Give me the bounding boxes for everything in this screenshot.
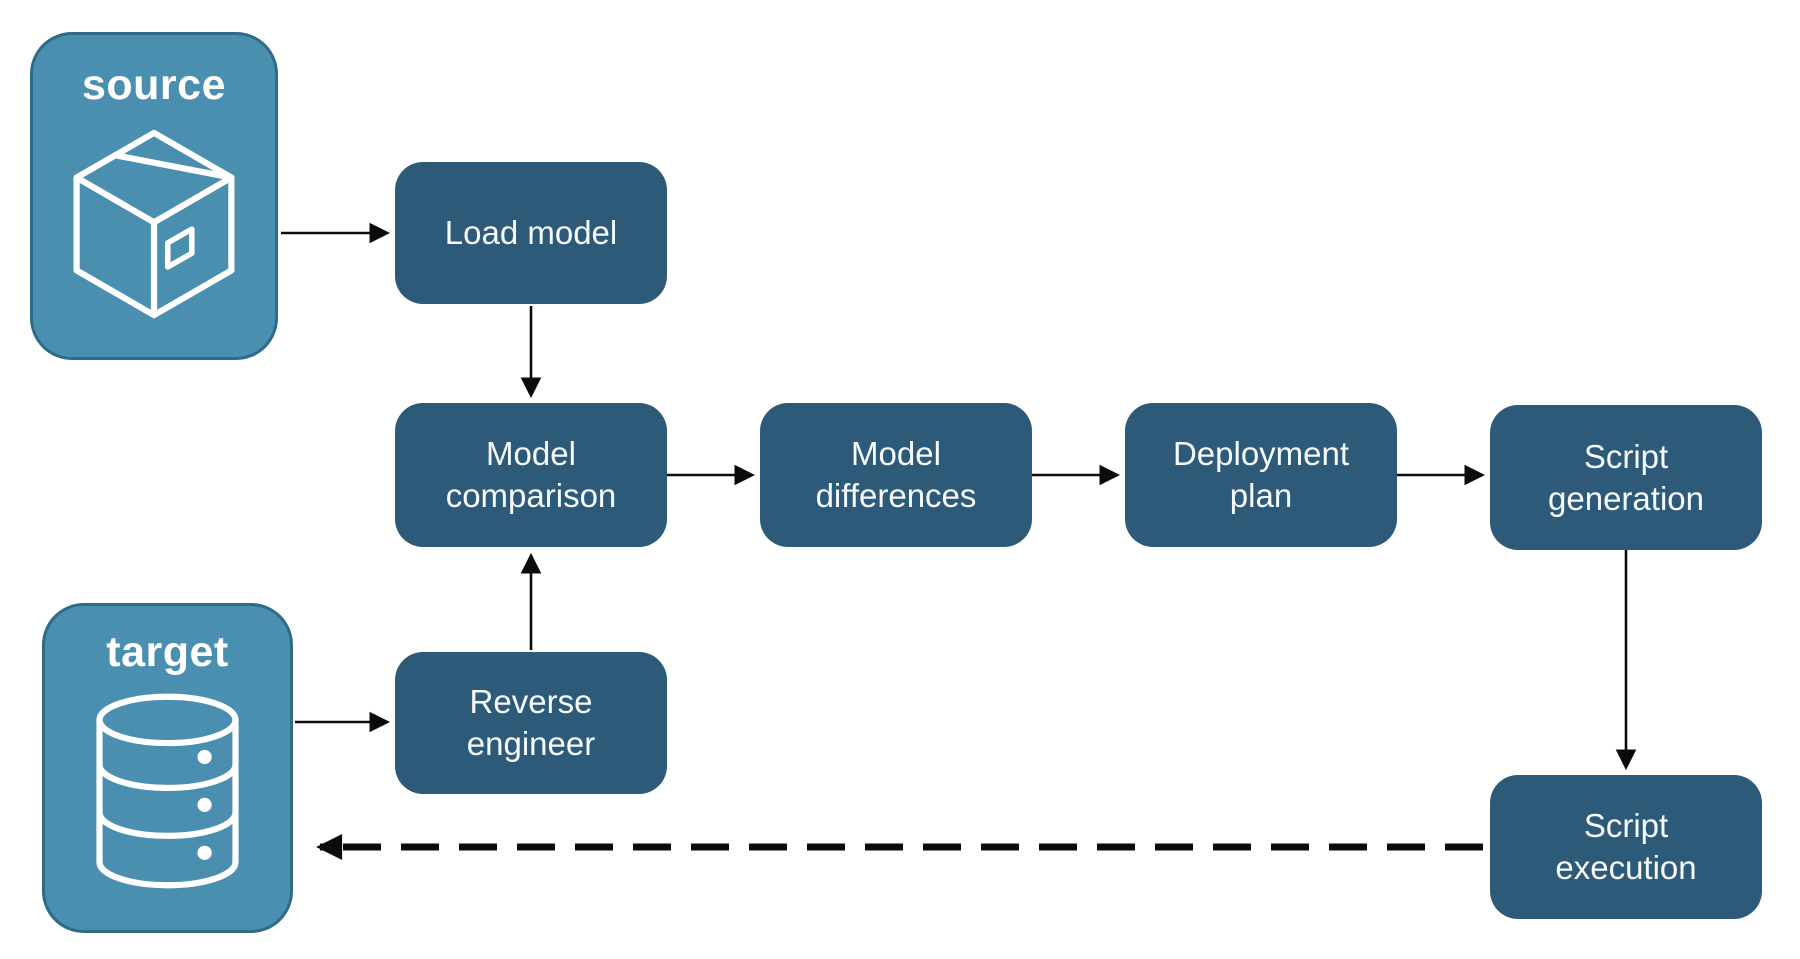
- node-script-generation: Script generation: [1490, 405, 1762, 550]
- target-label: target: [106, 628, 229, 676]
- script-execution-label: Script execution: [1555, 807, 1697, 886]
- script-generation-label: Script generation: [1548, 437, 1704, 517]
- node-load-model: Load model: [395, 162, 667, 304]
- load-model-label: Load model: [444, 214, 618, 251]
- node-source: source: [30, 32, 278, 360]
- node-model-differences: Model differences: [760, 403, 1032, 547]
- node-target: target: [42, 603, 293, 933]
- database-icon: [96, 693, 239, 889]
- package-icon: [73, 129, 235, 319]
- deployment-plan-label: Deployment plan: [1172, 435, 1350, 514]
- source-label: source: [81, 61, 226, 109]
- model-comparison-label: Model comparison: [445, 435, 617, 514]
- node-deployment-plan: Deployment plan: [1125, 403, 1397, 547]
- model-differences-label: Model differences: [815, 435, 977, 514]
- node-script-execution: Script execution: [1490, 775, 1762, 919]
- node-reverse-engineer: Reverse engineer: [395, 652, 667, 794]
- node-model-comparison: Model comparison: [395, 403, 667, 547]
- reverse-engineer-label: Reverse engineer: [466, 683, 596, 762]
